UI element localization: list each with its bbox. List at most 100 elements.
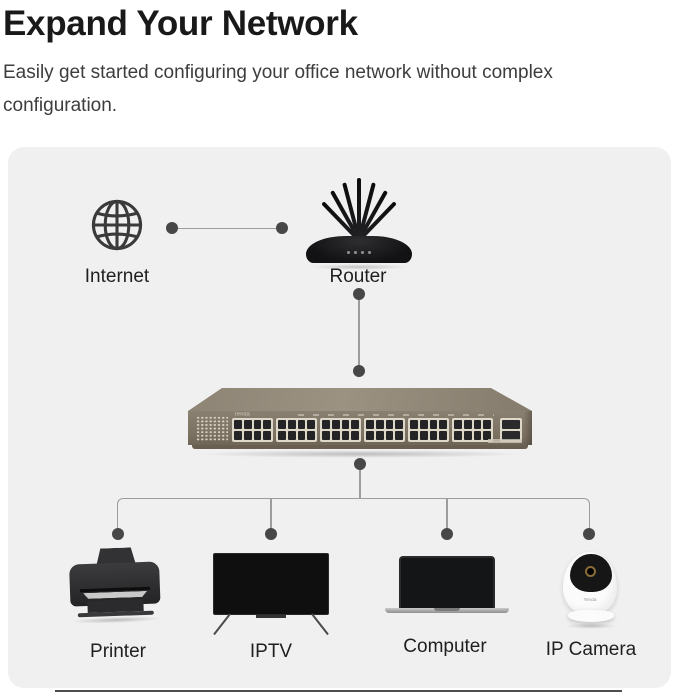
router-led-lights — [347, 251, 371, 254]
camera-lens — [585, 566, 596, 577]
network-switch-image: Tenda — [188, 388, 532, 458]
rj45-port — [351, 431, 359, 440]
printer-label: Printer — [90, 641, 146, 662]
rj45-port — [463, 431, 472, 440]
link-dot — [353, 365, 365, 377]
switch-model-text — [298, 414, 494, 416]
rj45-port — [278, 420, 286, 429]
rj45-port — [234, 420, 242, 429]
rj45-port — [410, 431, 418, 440]
rj45-port — [385, 431, 394, 440]
port-group — [232, 418, 273, 442]
rj45-port — [253, 431, 262, 440]
port-group — [276, 418, 317, 442]
link-dot — [354, 458, 366, 470]
rj45-port — [307, 431, 315, 440]
rj45-port — [331, 420, 340, 429]
page-subtitle: Easily get started configuring your offi… — [3, 62, 553, 116]
port-group — [452, 418, 493, 442]
router-label: Router — [329, 266, 387, 287]
laptop-notch — [434, 608, 460, 611]
switch-brand-text: Tenda — [234, 412, 251, 418]
rj45-port — [297, 420, 306, 429]
rj45-port — [419, 431, 428, 440]
camera-base — [568, 610, 614, 622]
rj45-port — [410, 420, 418, 429]
camera-shadow — [565, 623, 617, 629]
port-group — [364, 418, 405, 442]
sfp-slot — [502, 420, 520, 429]
rj45-port — [287, 420, 296, 429]
rj45-port — [454, 431, 462, 440]
rj45-port — [263, 420, 271, 429]
rj45-port — [473, 431, 482, 440]
rj45-port — [341, 431, 350, 440]
ip-camera-label: IP Camera — [545, 639, 637, 660]
link-dot — [583, 528, 595, 540]
router-shadow — [310, 264, 408, 270]
router-body — [306, 236, 412, 263]
rj45-port — [243, 420, 252, 429]
rj45-port — [429, 420, 438, 429]
rj45-port — [366, 420, 374, 429]
internet-label: Internet — [84, 266, 150, 287]
rj45-port — [463, 420, 472, 429]
rj45-port — [322, 420, 330, 429]
switch-front-face: Tenda — [188, 411, 532, 445]
tv-screen — [213, 553, 329, 615]
link-dot — [276, 222, 288, 234]
printer-icon — [64, 546, 167, 634]
switch-ports — [232, 418, 493, 442]
rj45-port — [307, 420, 315, 429]
port-group — [408, 418, 449, 442]
tv-icon — [213, 553, 329, 636]
link-dot — [353, 288, 365, 300]
link-dot — [441, 528, 453, 540]
device-bus-line — [117, 498, 590, 534]
tv-stand — [256, 615, 286, 618]
camera-body — [563, 552, 617, 614]
page-title: Expand Your Network — [3, 4, 358, 43]
rj45-port — [278, 431, 286, 440]
camera-face — [570, 554, 612, 592]
switch-base — [192, 445, 528, 449]
link-bus-computer — [446, 499, 448, 534]
section-divider — [55, 690, 622, 692]
switch-top-face — [188, 388, 532, 411]
laptop-icon — [385, 556, 509, 618]
link-dot — [112, 528, 124, 540]
rj45-port — [385, 420, 394, 429]
router-image — [296, 172, 422, 270]
rj45-port — [375, 431, 384, 440]
router-antennas — [296, 172, 422, 242]
rj45-port — [395, 420, 403, 429]
globe-icon — [91, 199, 143, 251]
sfp-slot — [502, 431, 520, 440]
rj45-port — [473, 420, 482, 429]
link-switch-bus — [359, 464, 361, 499]
link-bus-iptv — [270, 499, 272, 534]
rj45-port — [375, 420, 384, 429]
camera-icon: Tenda — [559, 546, 623, 630]
iptv-label: IPTV — [249, 641, 293, 662]
rj45-port — [341, 420, 350, 429]
link-internet-router — [172, 227, 282, 230]
laptop-base — [385, 608, 509, 613]
rj45-port — [366, 431, 374, 440]
rj45-port — [243, 431, 252, 440]
rj45-port — [331, 431, 340, 440]
rj45-port — [253, 420, 262, 429]
rj45-port — [263, 431, 271, 440]
vent-grid — [196, 416, 228, 441]
switch-label-strip — [488, 439, 522, 443]
rj45-port — [419, 420, 428, 429]
rj45-port — [322, 431, 330, 440]
switch-sfp — [500, 418, 522, 442]
rj45-port — [439, 431, 447, 440]
rj45-port — [454, 420, 462, 429]
rj45-port — [429, 431, 438, 440]
rj45-port — [483, 431, 491, 440]
rj45-port — [297, 431, 306, 440]
link-dot — [166, 222, 178, 234]
rj45-port — [395, 431, 403, 440]
